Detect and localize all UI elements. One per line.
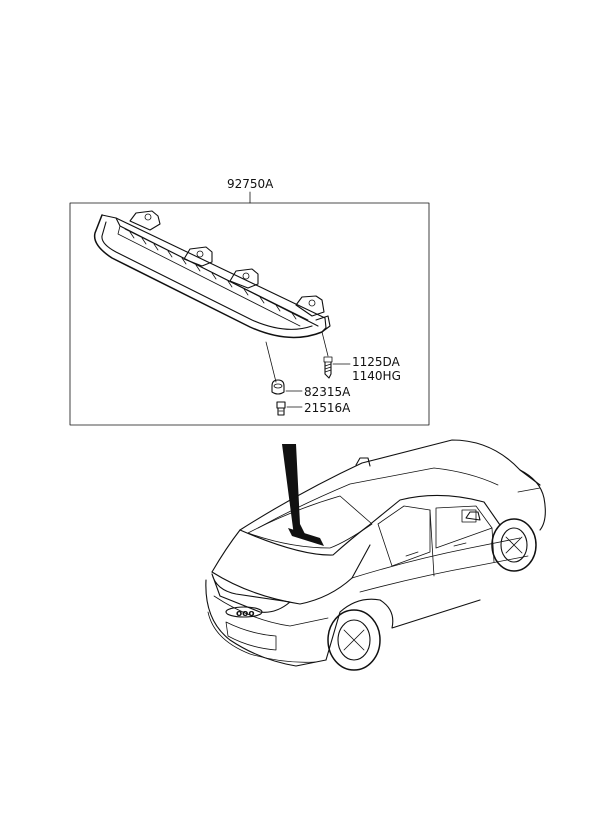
connector-icon	[276, 401, 286, 416]
grommet-icon	[271, 379, 285, 395]
car-illustration: ooo	[205, 439, 546, 671]
trunk-emblem: ooo	[236, 609, 255, 619]
screw-label-1: 1125DA	[352, 355, 401, 369]
grommet-label: 82315A	[304, 385, 351, 399]
detail-frame	[69, 202, 430, 426]
assembly-label: 92750A	[227, 177, 274, 191]
leader-grommet	[265, 341, 277, 383]
location-pointer	[282, 444, 308, 540]
connector-label: 21516A	[304, 401, 351, 415]
leader-screw	[321, 331, 329, 357]
screw-icon	[323, 356, 333, 379]
screw-label-2: 1140HG	[352, 369, 401, 383]
stop-lamp-assembly	[93, 210, 331, 339]
